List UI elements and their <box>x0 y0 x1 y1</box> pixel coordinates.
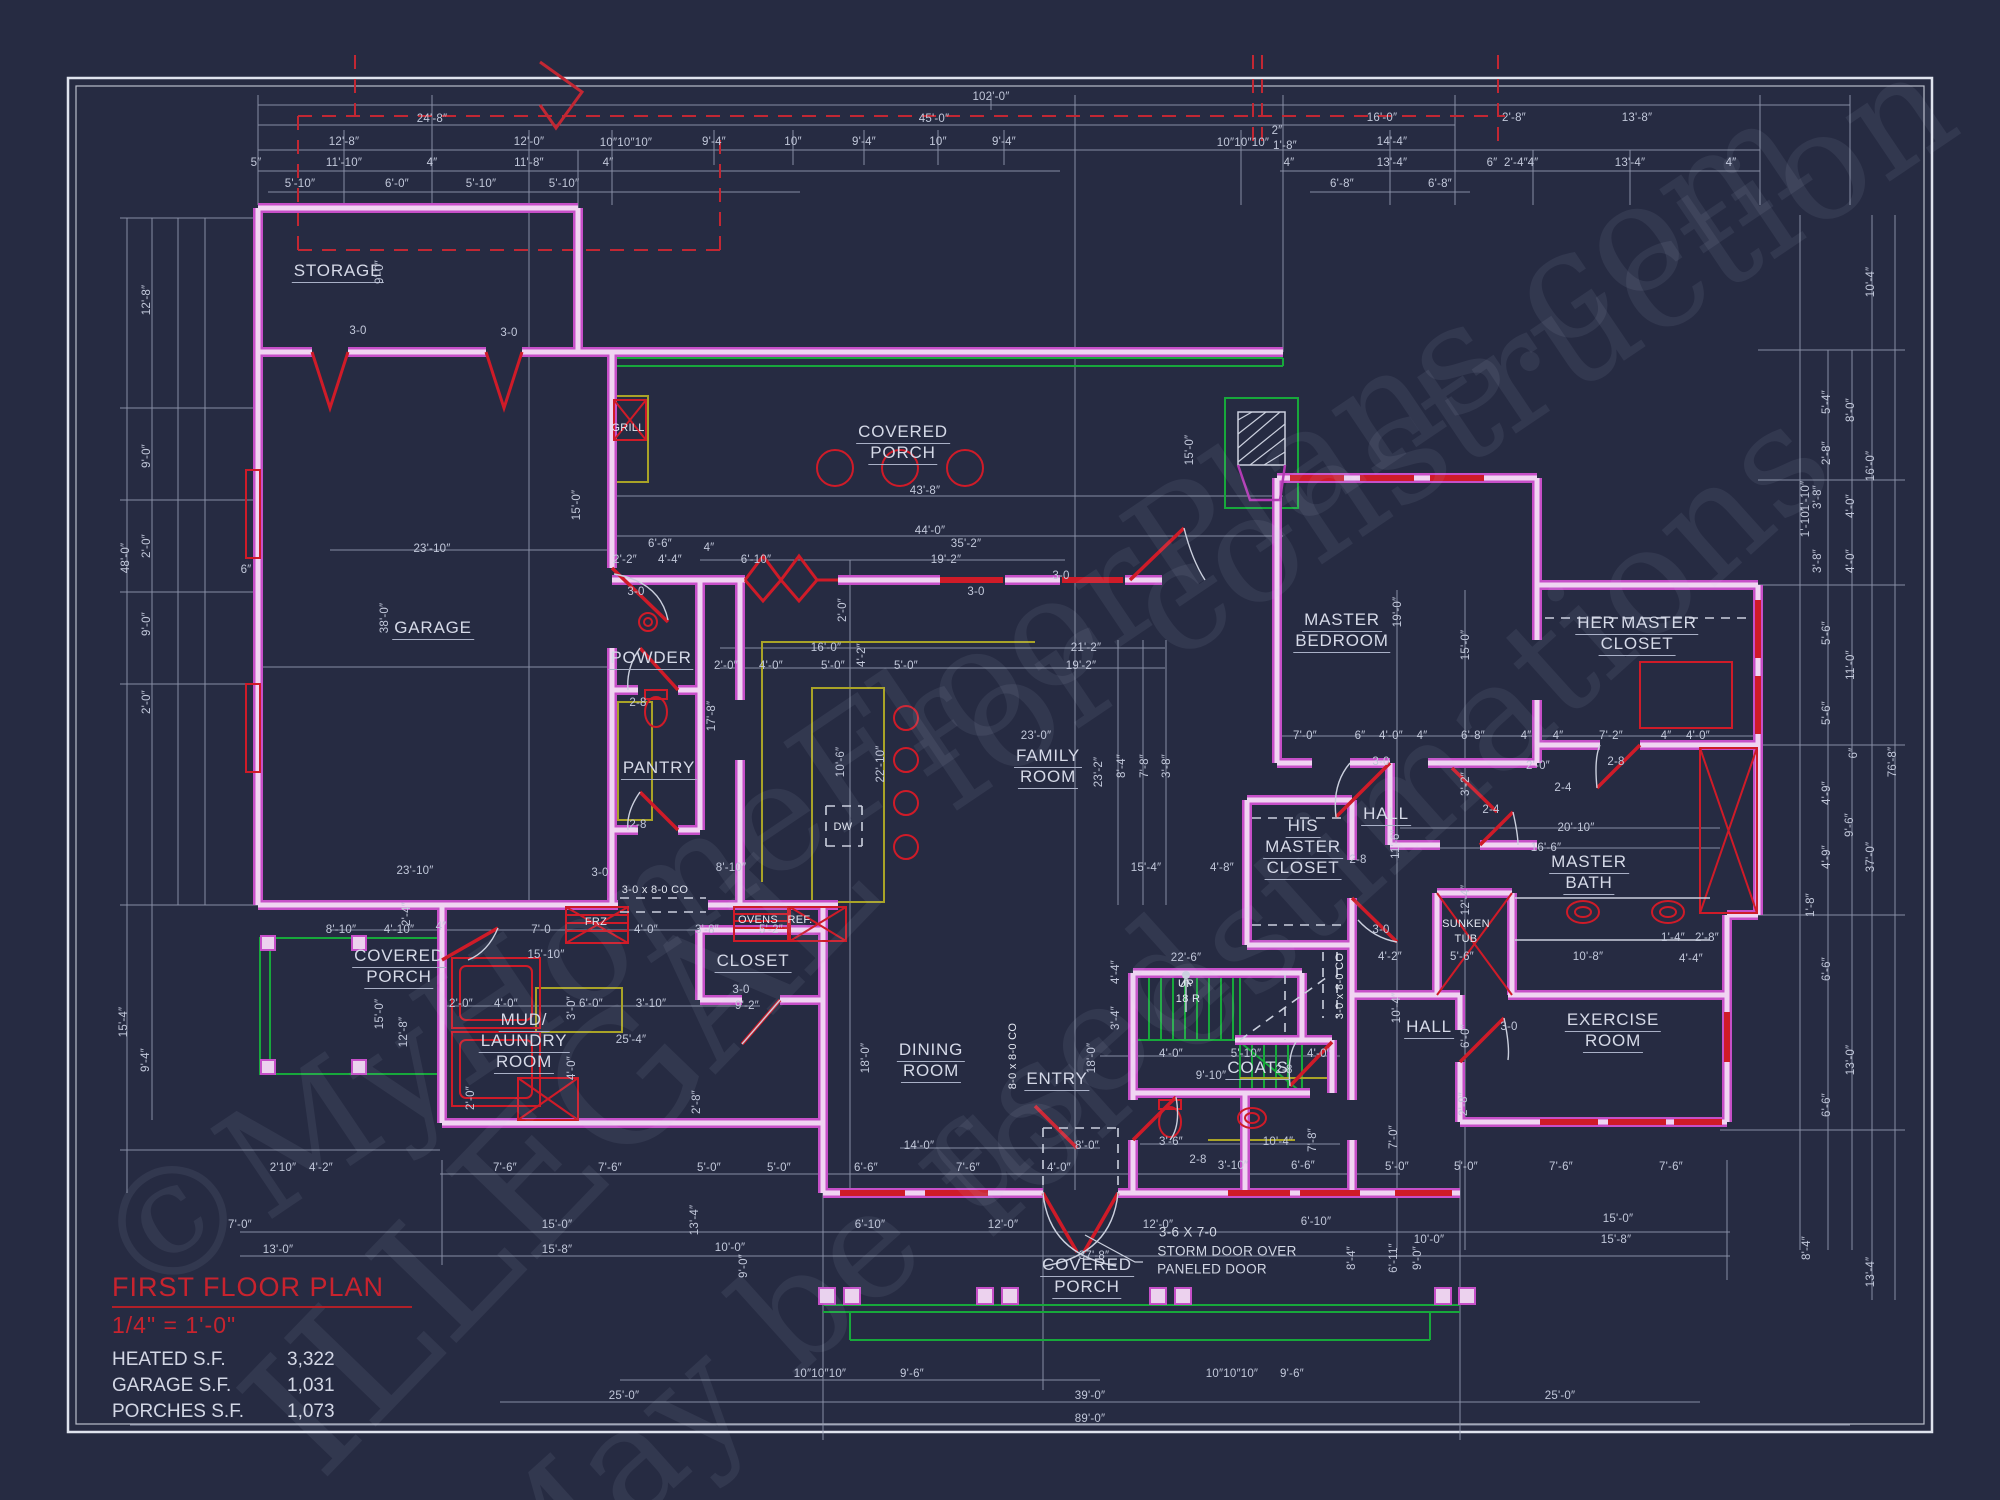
table-row: PORCHES S.F. 1,073 <box>112 1401 412 1423</box>
area-label: PORCHES S.F. <box>112 1401 244 1422</box>
fireplace <box>1236 411 1287 502</box>
area-table: HEATED S.F. 3,322 GARAGE S.F. 1,031 PORC… <box>112 1349 412 1423</box>
area-value: 1,073 <box>287 1401 335 1422</box>
detail-layer <box>467 527 1750 1267</box>
area-label: GARAGE S.F. <box>112 1375 232 1396</box>
area-value: 3,322 <box>287 1349 335 1370</box>
area-label: HEATED S.F. <box>112 1349 226 1370</box>
title-block: FIRST FLOOR PLAN 1/4" = 1'-0" HEATED S.F… <box>112 1272 413 1427</box>
plan-title: FIRST FLOOR PLAN <box>112 1272 413 1308</box>
casework-layer <box>535 395 1328 1141</box>
porch-posts <box>260 935 1476 1305</box>
dimension-lines <box>120 95 1905 1440</box>
plan-scale: 1/4" = 1'-0" <box>112 1312 237 1338</box>
area-value: 1,031 <box>287 1375 335 1396</box>
walls-layer <box>253 203 1763 1198</box>
roof-mark <box>538 60 585 131</box>
sheet-border <box>66 76 1934 1434</box>
roof-dashed-lines <box>297 55 1505 251</box>
red-layer <box>245 351 1761 1253</box>
table-row: GARAGE S.F. 1,031 <box>112 1375 412 1397</box>
table-row: HEATED S.F. 3,322 <box>112 1349 412 1371</box>
